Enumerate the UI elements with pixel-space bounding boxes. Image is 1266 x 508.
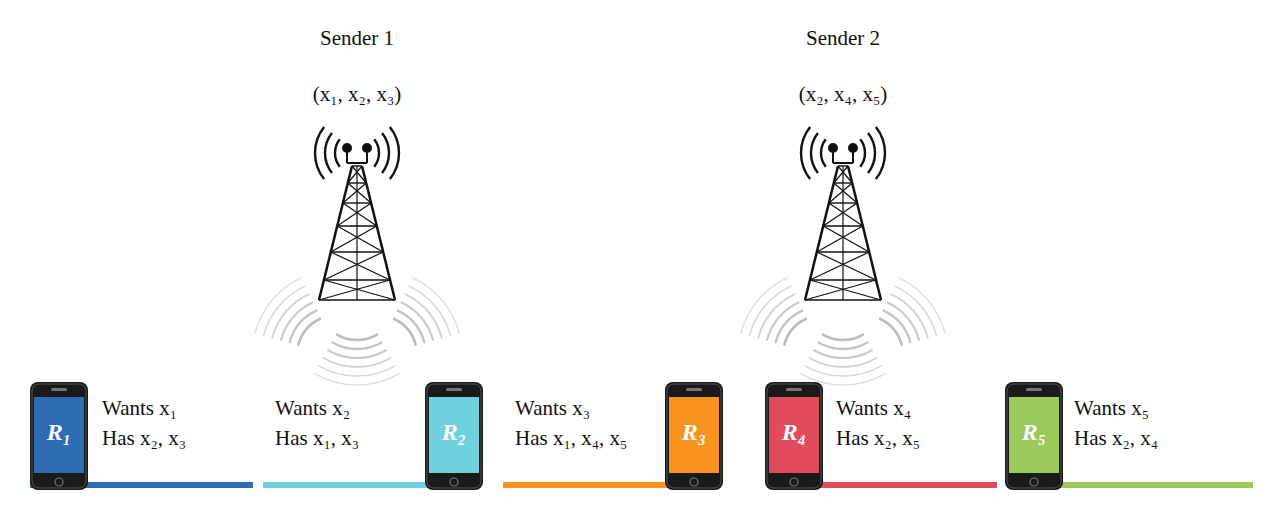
sender-name: Sender 2 bbox=[806, 26, 880, 50]
receiver-label: R₄ bbox=[782, 419, 806, 446]
receiver-underline bbox=[263, 482, 430, 488]
receiver-underline bbox=[503, 482, 668, 488]
signal-arc bbox=[891, 294, 927, 337]
signal-arc bbox=[767, 302, 799, 340]
signal-arc bbox=[402, 302, 434, 340]
signal-arc bbox=[255, 278, 301, 333]
signal-arc bbox=[272, 294, 308, 337]
signal-arc bbox=[823, 335, 863, 340]
receiver-label: R₁ bbox=[47, 419, 71, 446]
signal-arc bbox=[784, 319, 806, 345]
signal-arc bbox=[805, 366, 881, 376]
signal-arc bbox=[319, 366, 395, 376]
receiver-underline bbox=[1060, 482, 1253, 488]
signal-arc bbox=[337, 335, 377, 340]
sender-messages: (x₁, x₂, x₃) bbox=[313, 82, 401, 106]
has-text: Has x₁, x₄, x₅ bbox=[515, 426, 627, 450]
sender-tower: Sender 2 (x₂, x₄, x₅) bbox=[736, 18, 950, 308]
wants-text: Wants x₄ bbox=[836, 396, 911, 420]
signal-arc bbox=[264, 286, 305, 335]
sender-tower: Sender 1 (x₁, x₂, x₃) bbox=[250, 18, 464, 308]
signal-arc bbox=[315, 374, 400, 385]
signal-arc bbox=[298, 319, 320, 345]
signal-arc bbox=[814, 350, 872, 358]
signal-arc bbox=[409, 286, 450, 335]
wants-text: Wants x₅ bbox=[1074, 396, 1149, 420]
tower-icon bbox=[250, 18, 464, 308]
signal-arc bbox=[810, 358, 877, 367]
sender-name: Sender 1 bbox=[320, 26, 394, 50]
receiver-phone: R₂Wants x₂Has x₁, x₃ bbox=[425, 382, 483, 490]
signal-arc bbox=[324, 358, 391, 367]
wants-text: Wants x₂ bbox=[275, 396, 350, 420]
signal-arc bbox=[741, 278, 787, 333]
has-text: Has x₂, x₅ bbox=[836, 426, 920, 450]
signal-arc bbox=[405, 294, 441, 337]
signal-arc bbox=[880, 319, 902, 345]
signal-arc bbox=[888, 302, 920, 340]
signal-arc bbox=[333, 342, 382, 349]
signal-arc bbox=[413, 278, 459, 333]
sender-messages: (x₂, x₄, x₅) bbox=[799, 82, 887, 106]
receiver-underline bbox=[815, 482, 997, 488]
receiver-label: R₂ bbox=[442, 419, 466, 446]
wants-text: Wants x₃ bbox=[515, 396, 590, 420]
receiver-phone: R₄Wants x₄Has x₂, x₅ bbox=[765, 382, 823, 490]
signal-arc bbox=[819, 342, 868, 349]
has-text: Has x₂, x₃ bbox=[102, 426, 186, 450]
signal-arc bbox=[895, 286, 936, 335]
receiver-phone: R₃Wants x₃Has x₁, x₄, x₅ bbox=[665, 382, 723, 490]
wants-text: Wants x₁ bbox=[102, 396, 177, 420]
receiver-phone: R₅Wants x₅Has x₂, x₄ bbox=[1005, 382, 1063, 490]
has-text: Has x₁, x₃ bbox=[275, 426, 359, 450]
signal-arc bbox=[281, 302, 313, 340]
tower-icon bbox=[736, 18, 950, 308]
signal-arc bbox=[899, 278, 945, 333]
signal-arc bbox=[758, 294, 794, 337]
has-text: Has x₂, x₄ bbox=[1074, 426, 1158, 450]
signal-arc bbox=[394, 319, 416, 345]
receiver-phone: R₁Wants x₁Has x₂, x₃ bbox=[30, 382, 88, 490]
receiver-label: R₅ bbox=[1022, 419, 1046, 446]
signal-arc bbox=[750, 286, 791, 335]
signal-arc bbox=[328, 350, 386, 358]
receiver-label: R₃ bbox=[682, 419, 706, 446]
